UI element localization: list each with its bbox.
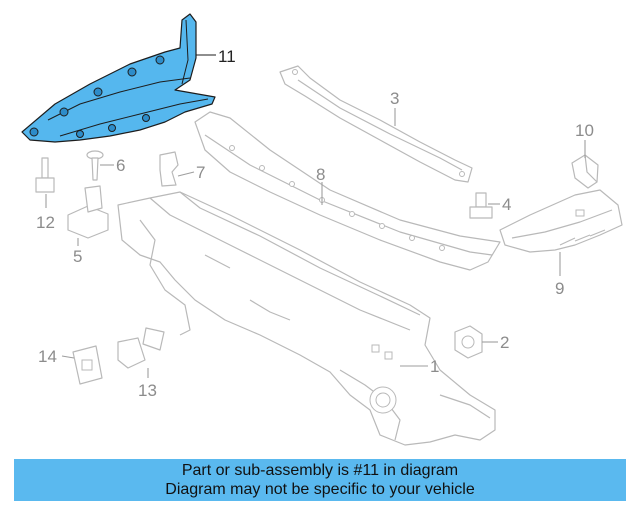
callout-10: 10 bbox=[575, 121, 594, 140]
callout-12: 12 bbox=[36, 213, 55, 232]
part-3-bracket bbox=[279, 65, 473, 183]
callouts: 1 2 3 4 5 6 7 8 9 10 11 12 13 14 bbox=[36, 47, 594, 400]
callout-13: 13 bbox=[138, 381, 157, 400]
callout-7: 7 bbox=[196, 163, 205, 182]
part-9-side-bracket bbox=[499, 189, 623, 253]
part-6-push-clip bbox=[86, 150, 104, 181]
part-1-radiator-support bbox=[117, 191, 496, 446]
part-4-bolt bbox=[469, 192, 493, 219]
part-14-plate bbox=[72, 345, 103, 385]
callout-5: 5 bbox=[73, 247, 82, 266]
callout-2: 2 bbox=[500, 333, 509, 352]
parts-diagram: 1 2 3 4 5 6 7 8 9 10 11 12 13 14 bbox=[21, 13, 623, 446]
info-banner: Part or sub-assembly is #11 in diagram D… bbox=[14, 459, 626, 501]
part-2-grommet bbox=[454, 325, 483, 359]
callout-9: 9 bbox=[555, 279, 564, 298]
part-11-underbody-shield bbox=[21, 13, 216, 143]
part-5-bracket bbox=[67, 185, 109, 239]
callout-4: 4 bbox=[502, 195, 511, 214]
callout-8: 8 bbox=[316, 165, 325, 184]
part-8-upper-tie-bar bbox=[194, 111, 501, 271]
callout-3: 3 bbox=[390, 89, 399, 108]
leader-lines bbox=[45, 54, 586, 378]
banner-line-1: Part or sub-assembly is #11 in diagram bbox=[181, 462, 459, 479]
part-7-stud bbox=[159, 151, 179, 187]
callout-6: 6 bbox=[116, 156, 125, 175]
callout-11: 11 bbox=[218, 47, 236, 66]
part-13-sensor bbox=[117, 327, 165, 369]
part-10-clip bbox=[571, 154, 599, 189]
banner-line-2: Diagram may not be specific to your vehi… bbox=[165, 481, 475, 498]
part-12-bolt bbox=[35, 157, 55, 193]
callout-14: 14 bbox=[38, 347, 57, 366]
callout-1: 1 bbox=[430, 357, 439, 376]
